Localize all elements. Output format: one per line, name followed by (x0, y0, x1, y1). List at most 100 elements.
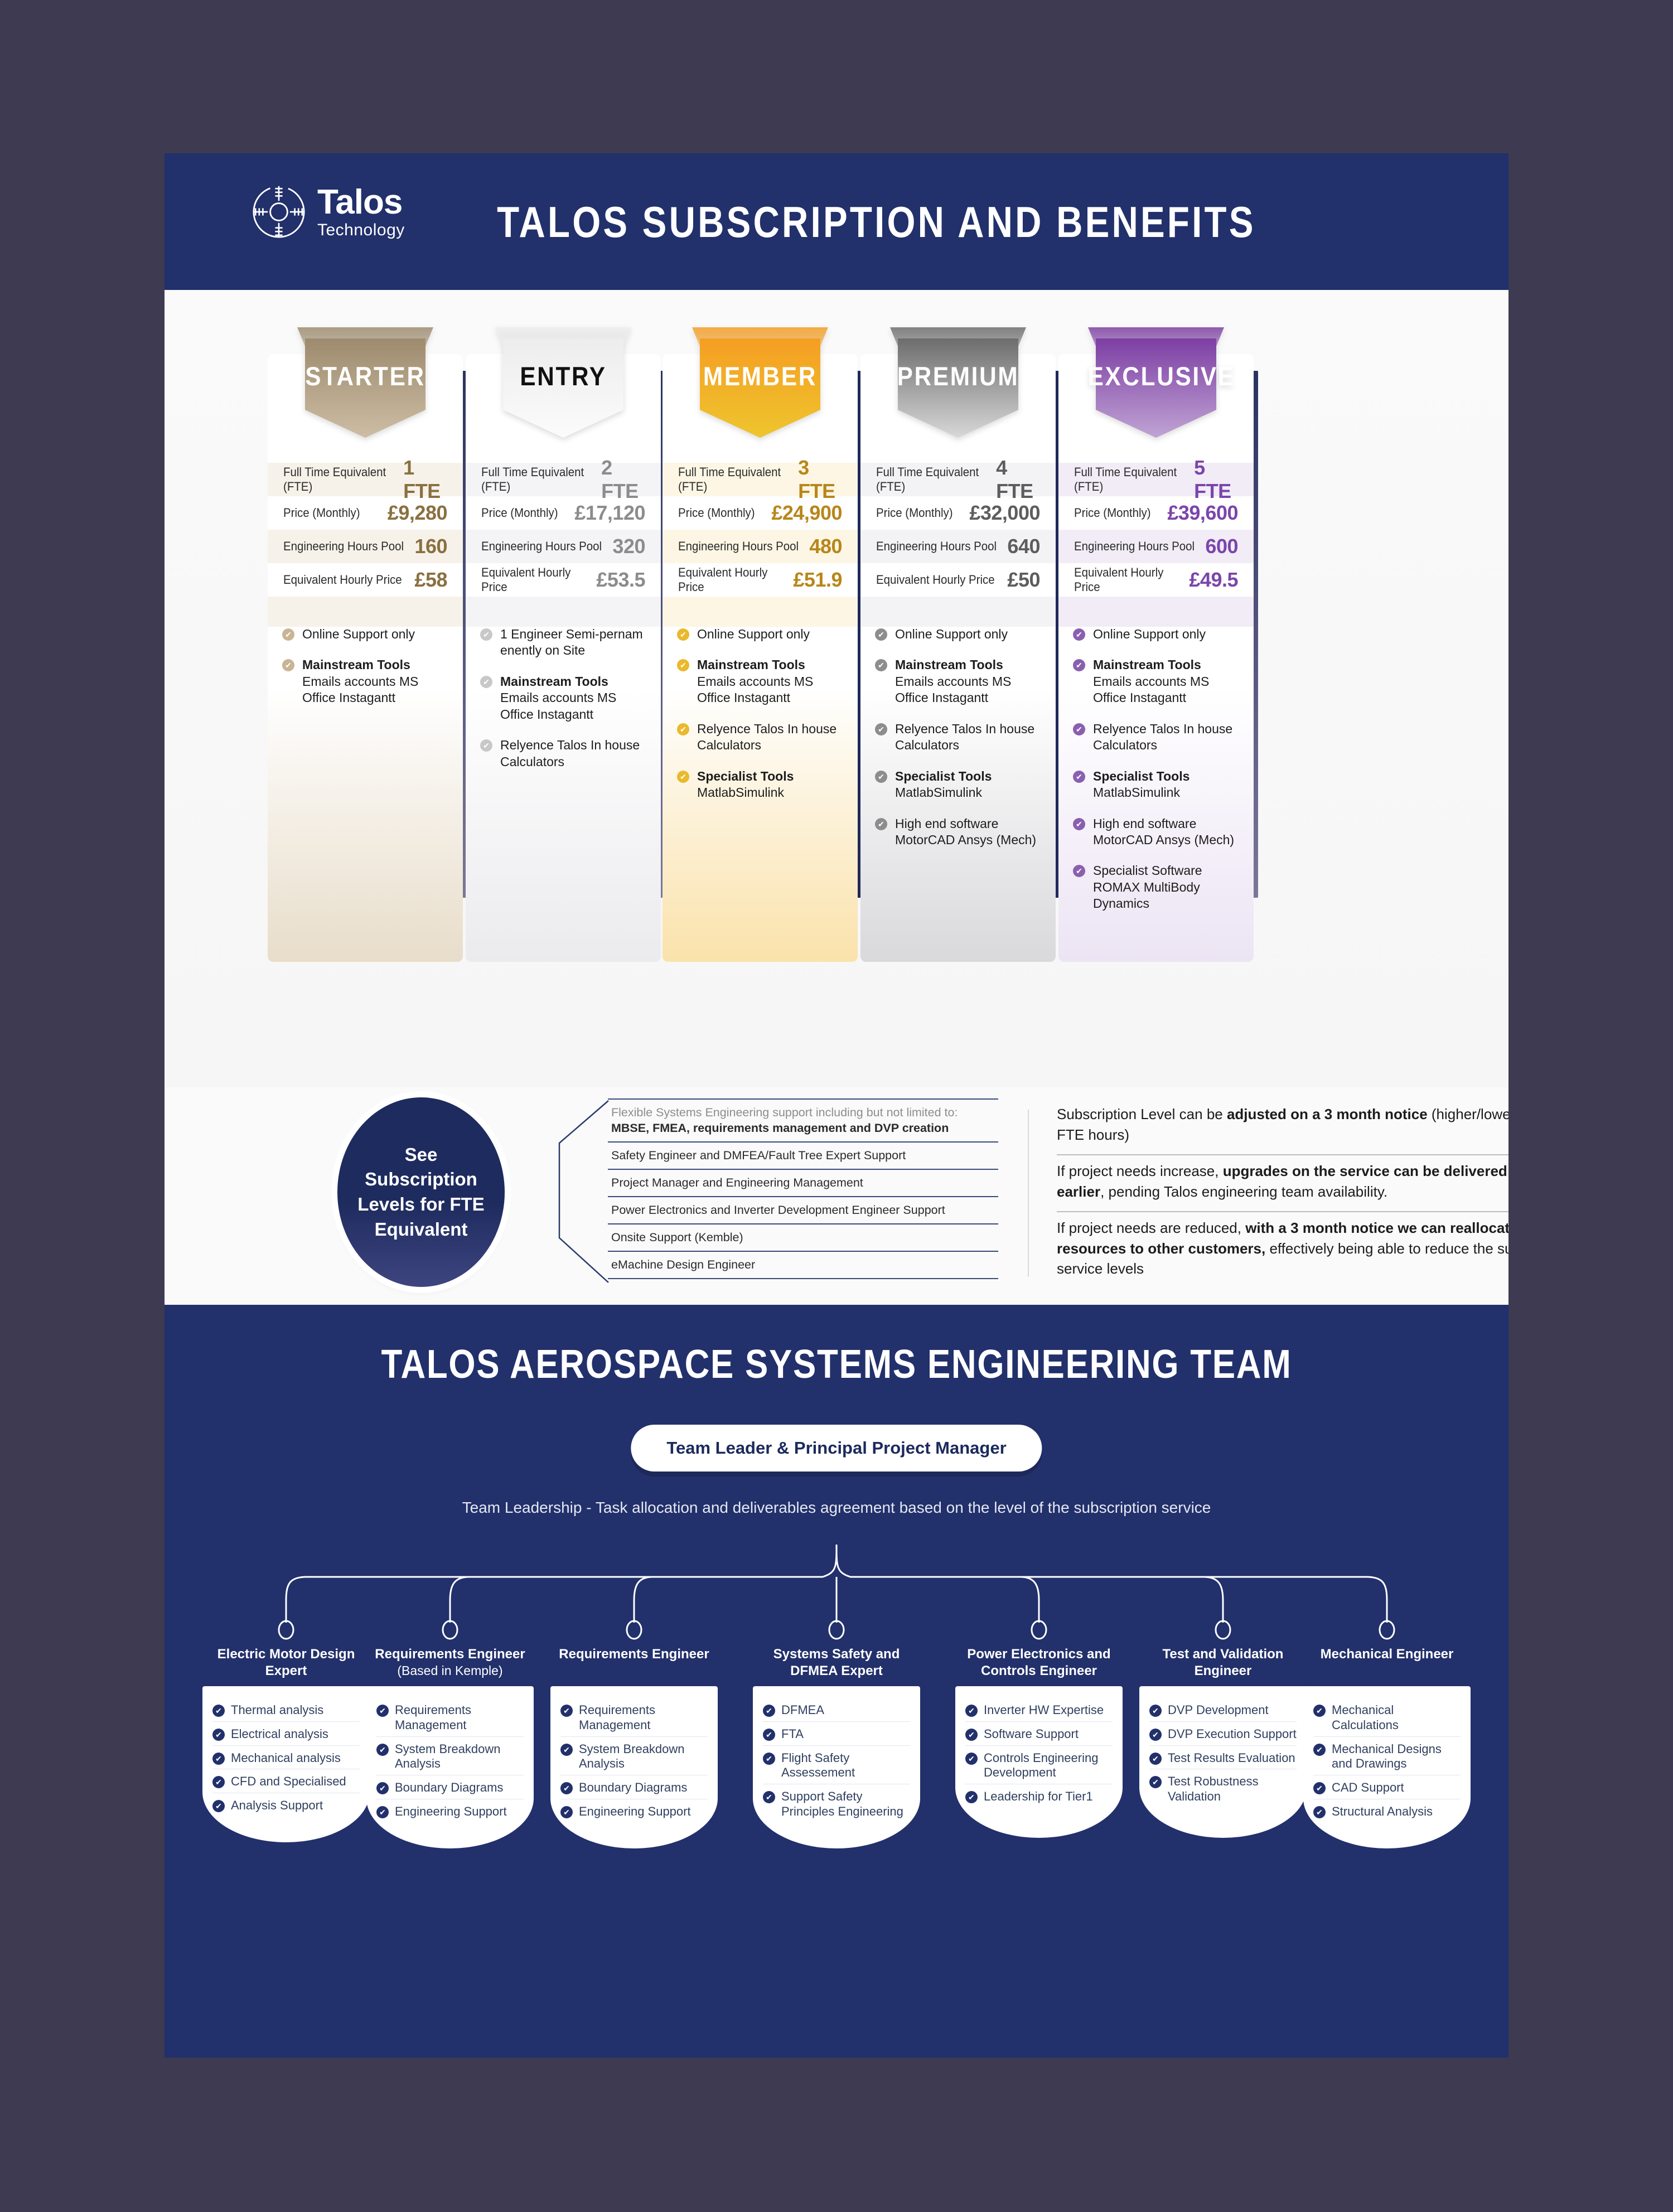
check-icon: ✔ (212, 1705, 225, 1717)
fte-list-item-text: Safety Engineer and DMFEA/Fault Tree Exp… (611, 1148, 906, 1162)
price-row-value: £9,280 (387, 501, 448, 524)
check-icon: ✔ (1313, 1806, 1326, 1819)
plan-feature-text: Relyence Talos In house Calculators (697, 721, 837, 753)
role-shield: ✔ Requirements Management ✔ System Break… (550, 1686, 718, 1848)
check-icon: ✔ (1073, 723, 1085, 735)
role-skill-item: ✔ CFD and Specialised (212, 1769, 360, 1793)
price-row-label: Price (Monthly) (1074, 506, 1151, 520)
role-skill-item: ✔ Requirements Management (376, 1703, 524, 1736)
plan-features: ✔ Online Support only ✔ Mainstream Tools… (268, 616, 463, 721)
plan-feature: ✔ High end software MotorCAD Ansys (Mech… (875, 816, 1039, 849)
check-icon: ✔ (1149, 1776, 1162, 1789)
role-skill-text: Leadership for Tier1 (984, 1789, 1093, 1804)
team-role-card[interactable]: Electric Motor Design Expert ✔ Thermal a… (202, 1646, 370, 1843)
role-skill-text: Boundary Diagrams (579, 1780, 688, 1795)
plan-ribbon: PREMIUM (882, 327, 1034, 442)
check-icon: ✔ (560, 1782, 573, 1795)
fte-list-item-text: Power Electronics and Inverter Developme… (611, 1203, 945, 1217)
plan-feature: ✔ Online Support only (282, 626, 446, 642)
role-skill-text: Inverter HW Expertise (984, 1703, 1104, 1717)
plan-price-rows: Full Time Equivalent (FTE) 3 FTE Price (… (663, 456, 858, 627)
pricing-card-starter[interactable]: Full Time Equivalent (FTE) 1 FTE Price (… (268, 327, 463, 962)
row-spacer (268, 597, 463, 627)
role-shield: ✔ DFMEA ✔ FTA ✔ Flight Safety Assessemen… (753, 1686, 920, 1848)
price-row-label: Price (Monthly) (481, 506, 558, 520)
price-row: Price (Monthly) £9,280 (268, 496, 463, 530)
notice-text: If project needs are reduced, with a 3 m… (1057, 1212, 1508, 1289)
notice-post: , pending Talos engineering team availab… (1100, 1183, 1388, 1200)
poster-header: Talos Technology TALOS SUBSCRIPTION AND … (165, 153, 1508, 290)
card-body: Full Time Equivalent (FTE) 3 FTE Price (… (663, 354, 858, 962)
talos-gear-icon (248, 181, 310, 243)
team-role-card[interactable]: Requirements Engineer ✔ Requirements Man… (550, 1646, 718, 1848)
check-icon: ✔ (677, 628, 689, 641)
notice-bold: with a 3 month notice we can reallocate … (1057, 1219, 1508, 1257)
fte-list-item-bold: MBSE, FMEA, requirements management and … (611, 1121, 949, 1135)
row-spacer (1058, 597, 1254, 627)
logo-tagline: Technology (317, 221, 405, 239)
team-role-card[interactable]: Mechanical Engineer ✔ Mechanical Calcula… (1303, 1646, 1471, 1848)
price-row: Price (Monthly) £17,120 (466, 496, 661, 530)
plan-price-rows: Full Time Equivalent (FTE) 2 FTE Price (… (466, 456, 661, 627)
vertical-divider (1028, 1110, 1029, 1277)
role-skill-text: Analysis Support (231, 1798, 323, 1813)
price-row-value: 320 (612, 535, 645, 558)
role-title: Power Electronics and Controls Engineer (967, 1647, 1111, 1678)
fte-list-item: Flexible Systems Engineering support inc… (608, 1098, 998, 1141)
pricing-card-premium[interactable]: Full Time Equivalent (FTE) 4 FTE Price (… (860, 327, 1056, 962)
price-row: Equivalent Hourly Price £50 (860, 563, 1056, 597)
team-role-card[interactable]: Systems Safety and DFMEA Expert ✔ DFMEA … (753, 1646, 920, 1848)
team-role-card[interactable]: Test and Validation Engineer ✔ DVP Devel… (1139, 1646, 1307, 1838)
price-row: Equivalent Hourly Price £58 (268, 563, 463, 597)
role-skill-item: ✔ Test Robustness Validation (1149, 1769, 1297, 1808)
plan-feature-text: Online Support only (895, 627, 1008, 641)
pricing-card-entry[interactable]: Full Time Equivalent (FTE) 2 FTE Price (… (466, 327, 661, 962)
fte-support-list: Flexible Systems Engineering support inc… (608, 1098, 998, 1279)
role-skill-text: Software Support (984, 1726, 1079, 1741)
price-row-label: Price (Monthly) (283, 506, 360, 520)
team-title: TALOS AEROSPACE SYSTEMS ENGINEERING TEAM (381, 1342, 1292, 1387)
plan-feature: ✔ Relyence Talos In house Calculators (480, 737, 644, 770)
check-icon: ✔ (212, 1728, 225, 1741)
plan-feature: ✔ Online Support only (875, 626, 1039, 642)
check-icon: ✔ (965, 1752, 978, 1765)
plan-price-rows: Full Time Equivalent (FTE) 1 FTE Price (… (268, 456, 463, 627)
check-icon: ✔ (1149, 1728, 1162, 1741)
team-role-card[interactable]: Power Electronics and Controls Engineer … (955, 1646, 1123, 1838)
price-row-label: Equivalent Hourly Price (876, 573, 995, 587)
notice-text: Subscription Level can be adjusted on a … (1057, 1098, 1508, 1154)
plan-feature-text: Specialist Software ROMAX MultiBody Dyna… (1093, 863, 1202, 911)
pricing-card-exclusive[interactable]: Full Time Equivalent (FTE) 5 FTE Price (… (1058, 327, 1254, 962)
role-shield: ✔ Thermal analysis ✔ Electrical analysis… (202, 1686, 370, 1843)
notice-pre: Subscription Level can be (1057, 1106, 1227, 1122)
plan-feature: ✔ High end software MotorCAD Ansys (Mech… (1073, 816, 1237, 849)
team-role-card[interactable]: Requirements Engineer(Based in Kemple) ✔… (366, 1646, 534, 1848)
pricing-section: Full Time Equivalent (FTE) 1 FTE Price (… (165, 290, 1508, 1087)
plan-feature-text: High end software MotorCAD Ansys (Mech) (895, 816, 1037, 847)
role-skill-text: FTA (781, 1726, 804, 1741)
role-skill-text: CAD Support (1332, 1780, 1404, 1795)
fte-list-item: Power Electronics and Inverter Developme… (608, 1195, 998, 1223)
role-skill-item: ✔ System Breakdown Analysis (376, 1736, 524, 1775)
talos-logo: Talos Technology (248, 181, 405, 243)
check-icon: ✔ (1073, 817, 1085, 830)
pricing-card-member[interactable]: Full Time Equivalent (FTE) 3 FTE Price (… (663, 327, 858, 962)
price-row-label: Engineering Hours Pool (1074, 539, 1195, 553)
role-skill-text: DVP Development (1168, 1703, 1269, 1717)
plan-name: EXCLUSIVE (1087, 361, 1235, 391)
role-skill-item: ✔ Flight Safety Assessement (763, 1745, 910, 1784)
plan-feature-text: Online Support only (302, 627, 415, 641)
plan-feature: ✔ Relyence Talos In house Calculators (875, 721, 1039, 754)
check-icon: ✔ (212, 1776, 225, 1789)
role-skill-text: Electrical analysis (231, 1726, 328, 1741)
price-row-value: £24,900 (771, 501, 842, 524)
price-row-value: 5 FTE (1194, 456, 1231, 502)
price-row-value: 600 (1205, 535, 1238, 558)
role-skill-text: Requirements Management (579, 1703, 655, 1732)
